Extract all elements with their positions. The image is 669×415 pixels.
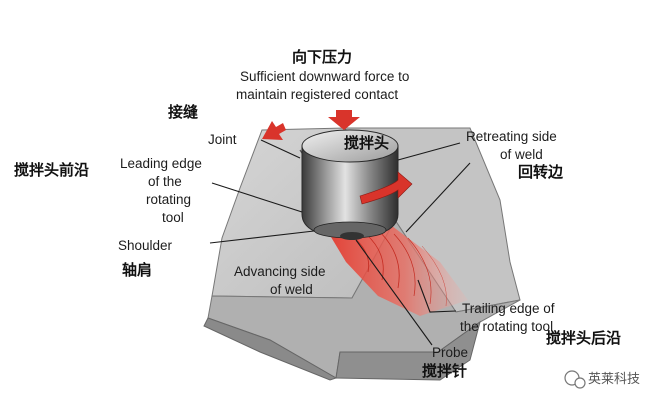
label-advancing-line1: Advancing side [234,264,326,279]
label-shoulder-cn: 轴肩 [122,261,152,279]
label-downward-force-line1: Sufficient downward force to [240,69,409,84]
weld-bead [328,226,468,316]
label-trailing-line1: Trailing edge of [462,301,555,316]
wechat-icon-bubble [574,377,586,389]
leader-leading-edge [211,182,303,213]
label-probe: Probe [432,345,468,360]
watermark: 英莱科技 [564,370,640,389]
leader-probe [355,239,433,346]
label-probe-cn: 搅拌针 [422,362,467,380]
downward-force-arrow-icon [328,110,360,130]
leader-trailing-edge [417,279,457,313]
label-leading-line1: Leading edge [120,156,202,171]
plate-left-side [203,317,338,381]
label-joint-cn: 接缝 [168,103,198,121]
leader-retreating-lower [405,162,471,233]
label-retreating-line1: Retreating side [466,129,557,144]
rotating-tool [301,129,413,240]
weld-ripple [379,231,400,289]
label-trailing-cn: 搅拌头后沿 [546,329,621,347]
leader-shoulder [209,230,315,244]
label-leading-line4: tool [162,210,184,225]
label-advancing-line2: of weld [270,282,313,297]
label-downward-force-line2: maintain registered contact [236,87,398,102]
label-retreating-line2: of weld [500,147,543,162]
label-leading-line2: of the [148,174,182,189]
label-leading-cn: 搅拌头前沿 [14,161,89,179]
label-downward-force-cn: 向下压力 [292,48,352,66]
weld-ripple [407,237,432,305]
leader-lines [209,139,471,346]
rotation-arrow-icon [359,171,413,205]
label-shoulder: Shoulder [118,238,173,253]
weld-ripple [393,233,416,297]
probe-tip [340,232,364,240]
travel-direction-arrow-icon [262,121,286,140]
label-tool-cn: 搅拌头 [344,134,389,152]
leader-retreating [397,142,461,161]
leader-joint [260,139,301,159]
label-trailing-line2: the rotating tool [460,319,553,334]
label-leading-line3: rotating [146,192,191,207]
weld-ripple [421,245,447,307]
tool-top-face [301,129,399,163]
watermark-text: 英莱科技 [588,372,640,387]
weld-ripple [365,233,384,281]
label-retreating-cn: 回转边 [518,163,564,181]
label-joint: Joint [208,132,237,147]
